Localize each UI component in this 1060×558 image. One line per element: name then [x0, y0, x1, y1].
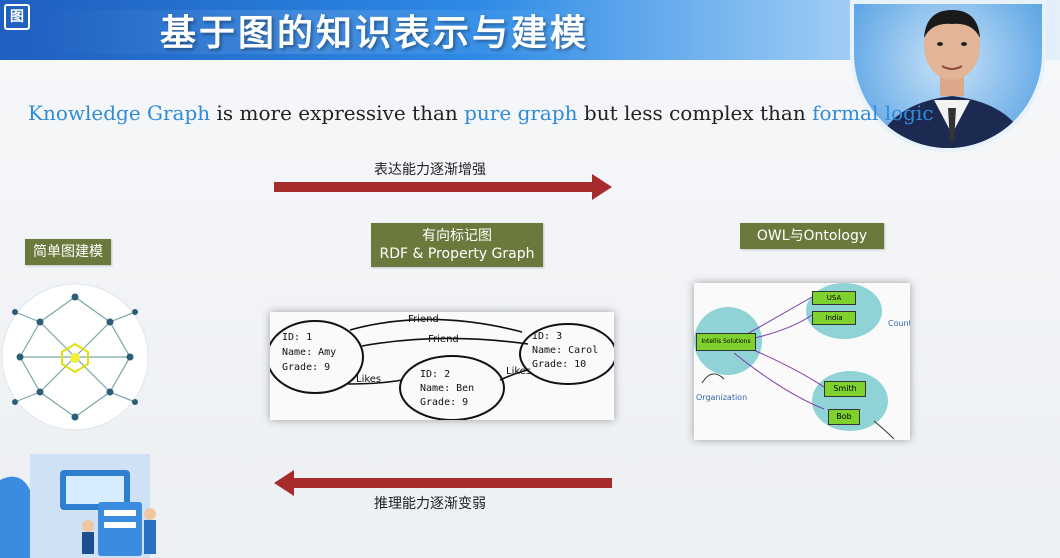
formal-logic-term: formal logic	[812, 101, 934, 125]
node-1-id: ID: 1	[282, 332, 313, 343]
node-2-id: ID: 2	[420, 369, 451, 380]
node-1: ID: 1 Name: Amy Grade: 9	[282, 330, 336, 375]
owl-node-smith: Smith	[824, 381, 866, 397]
pure-graph-term: pure graph	[464, 101, 578, 125]
subtitle-text-1: is more expressive than	[210, 101, 465, 125]
slide-logo-icon: 图	[4, 4, 30, 30]
node-2-name: Name: Ben	[420, 383, 475, 394]
owl-node-bob: Bob	[828, 409, 860, 425]
page-title: 基于图的知识表示与建模	[160, 13, 590, 54]
arrow-left-icon	[274, 470, 612, 496]
owl-node-main: Intellis Solutions	[696, 333, 756, 351]
node-2: ID: 2 Name: Ben Grade: 9	[420, 368, 474, 410]
edge-friend-1: Friend	[408, 314, 439, 325]
presenter-video	[850, 0, 1046, 152]
node-3: ID: 3 Name: Carol Grade: 10	[532, 330, 598, 372]
owl-label-organization: Organization	[696, 393, 748, 402]
decorative-illustration-icon	[0, 454, 156, 558]
subtitle-text-2: but less complex than	[577, 101, 813, 125]
rdf-graph-drawing	[270, 318, 614, 420]
edge-friend-2: Friend	[428, 334, 459, 345]
rdf-tag-line2: RDF & Property Graph	[379, 246, 535, 262]
rdf-tag: 有向标记图 RDF & Property Graph	[371, 223, 543, 267]
simple-graph-image	[1, 283, 149, 431]
owl-ontology-drawing	[694, 283, 895, 440]
node-3-grade: Grade: 10	[532, 359, 587, 370]
node-1-grade: Grade: 9	[282, 362, 331, 373]
owl-ontology-image: Intellis Solutions USA India Smith Bob O…	[694, 283, 910, 440]
owl-tag: OWL与Ontology	[740, 223, 884, 249]
owl-node-india: India	[812, 311, 856, 325]
owl-label-country: Country	[888, 319, 910, 328]
node-2-grade: Grade: 9	[420, 397, 469, 408]
title-decoration	[40, 10, 600, 54]
arrow-right-icon	[274, 174, 612, 200]
node-1-name: Name: Amy	[282, 347, 337, 358]
presenter-figure-icon	[876, 10, 1028, 148]
rdf-graph-image: ID: 1 Name: Amy Grade: 9 ID: 2 Name: Ben…	[270, 312, 614, 420]
subtitle-statement: Knowledge Graph is more expressive than …	[28, 101, 934, 125]
edge-likes-1: Likes	[356, 374, 382, 385]
node-3-id: ID: 3	[532, 331, 563, 342]
owl-node-usa: USA	[812, 291, 856, 305]
arrow-bottom-label: 推理能力逐渐变弱	[374, 496, 486, 512]
kg-term: Knowledge Graph	[28, 101, 211, 125]
edge-likes-2: Likes	[506, 366, 532, 377]
arrow-top-label: 表达能力逐渐增强	[374, 162, 486, 178]
rdf-tag-line1: 有向标记图	[422, 228, 492, 244]
node-3-name: Name: Carol	[532, 345, 599, 356]
simple-graph-tag: 简单图建模	[25, 239, 111, 265]
